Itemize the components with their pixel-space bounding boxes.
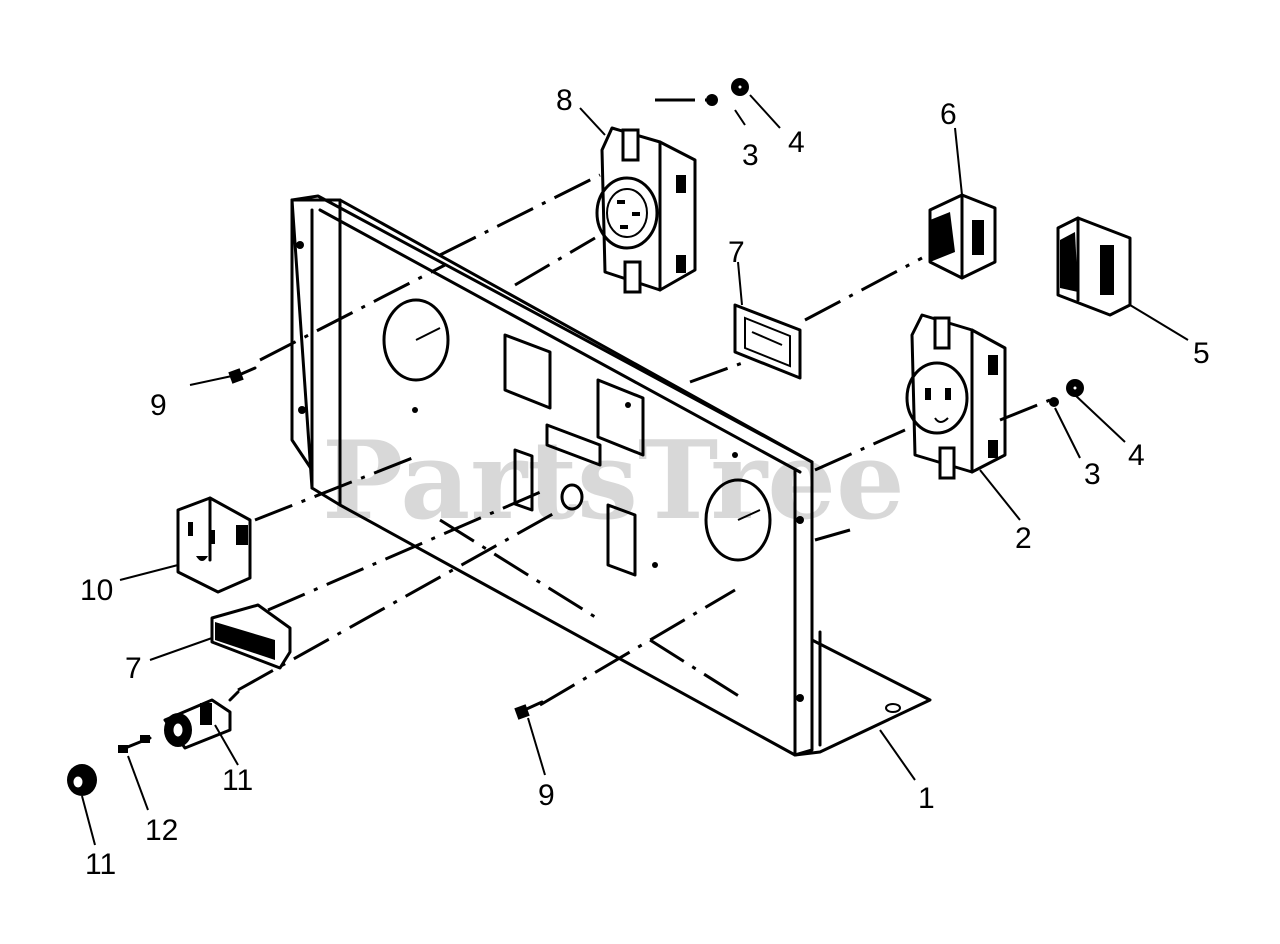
fuse-holder	[163, 690, 240, 750]
control-panel	[290, 194, 932, 757]
callout-7-lower: 7	[125, 652, 142, 685]
callout-labels: 1 2 3 3 4 4 5 6 7 7 8 9 9 10 11 11 12	[80, 84, 1210, 881]
callout-11-right: 11	[222, 764, 253, 797]
callout-8: 8	[556, 84, 573, 117]
callout-3-upper: 3	[742, 139, 759, 172]
callout-6: 6	[940, 98, 957, 131]
callout-10: 10	[80, 574, 113, 607]
callout-7-upper: 7	[728, 236, 745, 269]
callout-2: 2	[1015, 522, 1032, 555]
callout-3-lower: 3	[1084, 458, 1101, 491]
callout-1: 1	[918, 782, 935, 815]
callout-4-lower: 4	[1128, 439, 1145, 472]
callout-5: 5	[1193, 337, 1210, 370]
hardware	[228, 78, 1084, 720]
rocker-cover	[1056, 216, 1132, 317]
receptacle-single	[905, 313, 1007, 480]
callout-4-upper: 4	[788, 126, 805, 159]
watermark: PartsTree	[322, 418, 905, 544]
switch-breaker	[928, 193, 997, 280]
alignment-lines	[237, 98, 1051, 707]
callout-9-left: 9	[150, 389, 167, 422]
receptacle-twist-lock	[595, 126, 697, 294]
callout-9-bottom: 9	[538, 779, 555, 812]
breaker-lower	[210, 603, 292, 670]
fuse	[118, 735, 152, 753]
fuse-cap	[67, 764, 97, 796]
callout-12: 12	[145, 814, 178, 847]
outlet-duplex	[176, 496, 252, 594]
plate-upper	[733, 303, 802, 380]
leader-lines	[81, 94, 1189, 846]
callout-11-left: 11	[85, 848, 116, 881]
